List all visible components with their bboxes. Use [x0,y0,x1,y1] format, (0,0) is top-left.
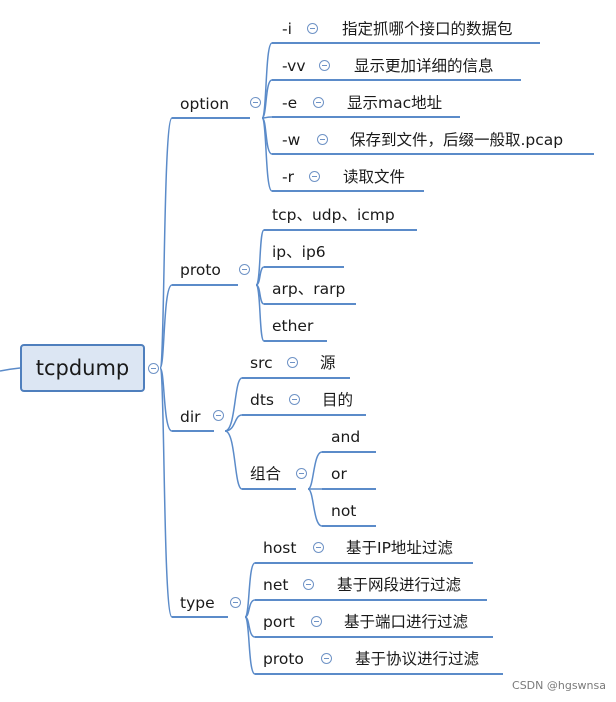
branch-option-collapse-icon[interactable] [250,97,261,108]
link-option-vv [261,79,273,119]
option-w-desc: 保存到文件，后缀一般取.pcap [350,131,564,149]
option-i-collapse-icon[interactable] [307,23,318,34]
option-e-desc: 显示mac地址 [347,94,443,112]
branch-type-collapse-icon[interactable] [230,597,241,608]
type-host-collapse-icon[interactable] [313,542,324,553]
option-vv-underline [272,79,521,81]
option-vv-desc: 显示更加详细的信息 [354,57,494,75]
branch-dir-label: dir [180,408,201,426]
type-port-collapse-icon[interactable] [311,616,322,627]
branch-type-underline [172,616,228,618]
link-combo-and [307,451,323,490]
option-w-key: -w [282,131,301,149]
link-type-proto [244,616,256,675]
link-option-r [261,117,273,192]
link-dir-src [224,377,243,432]
type-proto-desc: 基于协议进行过滤 [355,650,480,668]
type-net-collapse-icon[interactable] [303,579,314,590]
branch-option-label: option [180,95,230,113]
branch-type-label: type [180,594,215,612]
link-root-dir [159,367,173,432]
branch-proto-underline [172,284,238,286]
link-combo-not [307,488,323,527]
watermark: CSDN @hgswnsa [512,679,606,692]
root-label: tcpdump [35,356,130,380]
branch-proto-collapse-icon[interactable] [239,264,250,275]
option-i-desc: 指定抓哪个接口的数据包 [342,20,513,38]
dir-dts-desc: 目的 [322,391,354,409]
option-r-desc: 读取文件 [343,168,406,186]
type-proto-collapse-icon[interactable] [321,653,332,664]
option-i-underline [272,42,540,44]
type-net-key: net [263,576,289,594]
proto-item-arp-underline [264,303,356,305]
option-i-key: -i [282,20,292,38]
root-collapse-icon[interactable] [148,363,159,374]
option-r-underline [272,190,424,192]
dir-src-key: src [250,354,273,372]
type-proto-underline [255,673,503,675]
dir-src-collapse-icon[interactable] [287,357,298,368]
dir-src-desc: 源 [320,354,336,372]
proto-item-tcp: tcp、udp、icmp [272,206,395,224]
link-proto-ip [255,266,265,286]
dir-combo-underline [242,488,296,490]
root-incoming-line [0,367,21,372]
link-root-option [159,117,173,369]
proto-item-ip-underline [264,266,344,268]
type-host-underline [255,562,473,564]
link-root-proto [159,284,173,369]
type-net-desc: 基于网段进行过滤 [337,576,462,594]
type-host-key: host [263,539,297,557]
proto-item-arp: arp、rarp [272,280,346,298]
dir-dts-underline [242,414,366,416]
option-e-collapse-icon[interactable] [313,97,324,108]
type-proto-key: proto [263,650,304,668]
combo-or: or [331,465,347,483]
type-port-desc: 基于端口进行过滤 [344,613,469,631]
option-e-key: -e [282,94,298,112]
branch-option-underline [172,117,250,119]
type-port-underline [255,636,493,638]
proto-item-ether: ether [272,317,314,335]
combo-not-underline [322,525,376,527]
dir-dts-collapse-icon[interactable] [289,394,300,405]
dir-src-underline [242,377,350,379]
branch-dir-collapse-icon[interactable] [213,410,224,421]
branch-dir-underline [172,430,214,432]
link-dir-dts [224,414,243,432]
dir-dts-key: dts [250,391,274,409]
link-proto-ether [255,284,265,342]
combo-or-underline [322,488,376,490]
combo-not: not [331,502,357,520]
root-node[interactable]: tcpdump [20,344,145,392]
type-host-desc: 基于IP地址过滤 [346,539,453,557]
option-e-underline [272,116,460,118]
proto-item-ether-underline [264,340,327,342]
link-type-net [244,599,256,618]
option-vv-key: -vv [282,57,306,75]
option-w-collapse-icon[interactable] [317,134,328,145]
dir-combo-key: 组合 [250,465,282,483]
dir-combo-collapse-icon[interactable] [296,468,307,479]
type-net-underline [255,599,487,601]
combo-and-underline [322,451,376,453]
combo-and: and [331,428,361,446]
option-w-underline [272,153,594,155]
option-r-collapse-icon[interactable] [309,171,320,182]
link-dir-combo [224,430,243,490]
type-port-key: port [263,613,295,631]
branch-proto-label: proto [180,261,221,279]
proto-item-tcp-underline [264,229,417,231]
option-vv-collapse-icon[interactable] [319,60,330,71]
proto-item-ip: ip、ip6 [272,243,326,261]
link-root-type [159,367,173,618]
option-r-key: -r [282,168,294,186]
